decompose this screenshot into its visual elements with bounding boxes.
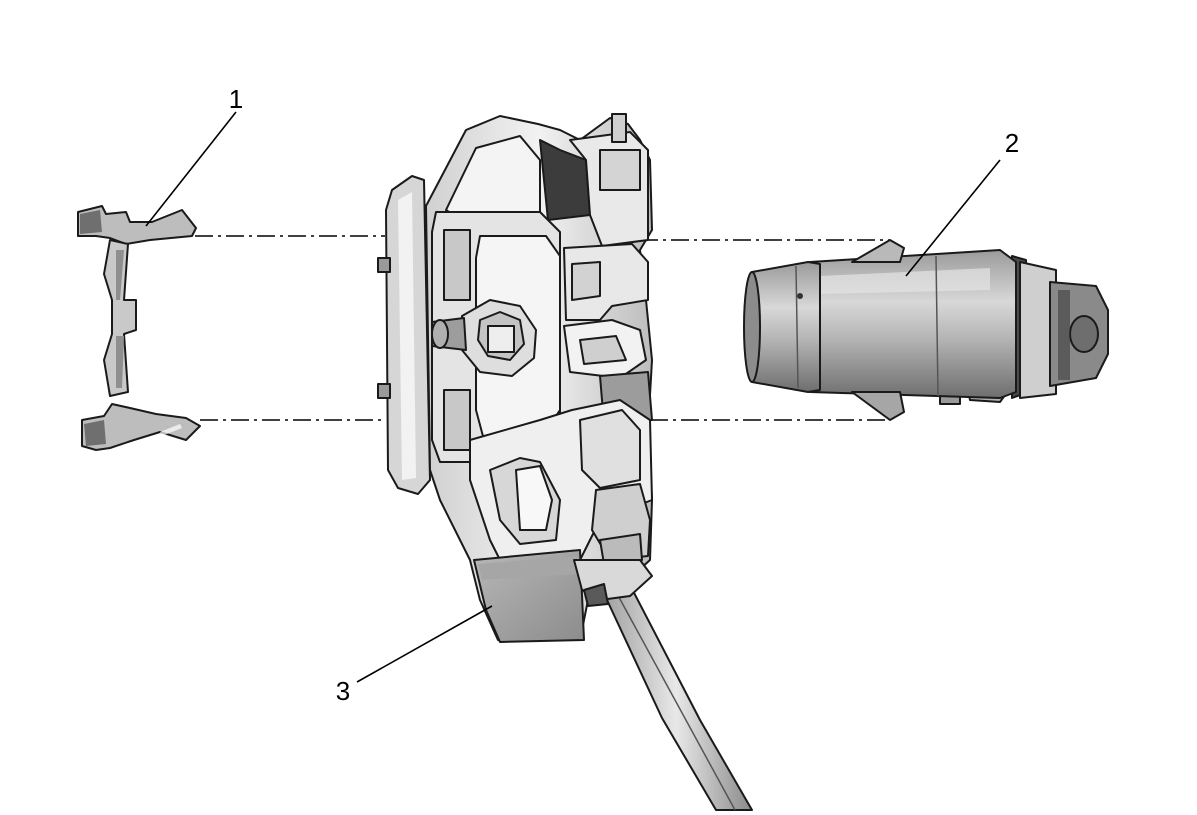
part-3-housing — [377, 113, 753, 811]
part-1-retaining-clip — [77, 205, 201, 451]
alignment-lines — [195, 235, 890, 421]
callouts: 1 2 3 — [229, 84, 1019, 706]
callout-1: 1 — [229, 84, 243, 114]
leader-line-1 — [145, 111, 237, 227]
leader-lines — [145, 111, 1001, 683]
callout-3: 3 — [336, 676, 350, 706]
leader-line-2 — [905, 159, 1001, 277]
leader-line-3 — [356, 605, 493, 683]
bolt-head — [431, 299, 537, 377]
callout-2: 2 — [1005, 128, 1019, 158]
part-2-cylinder — [743, 239, 1109, 421]
